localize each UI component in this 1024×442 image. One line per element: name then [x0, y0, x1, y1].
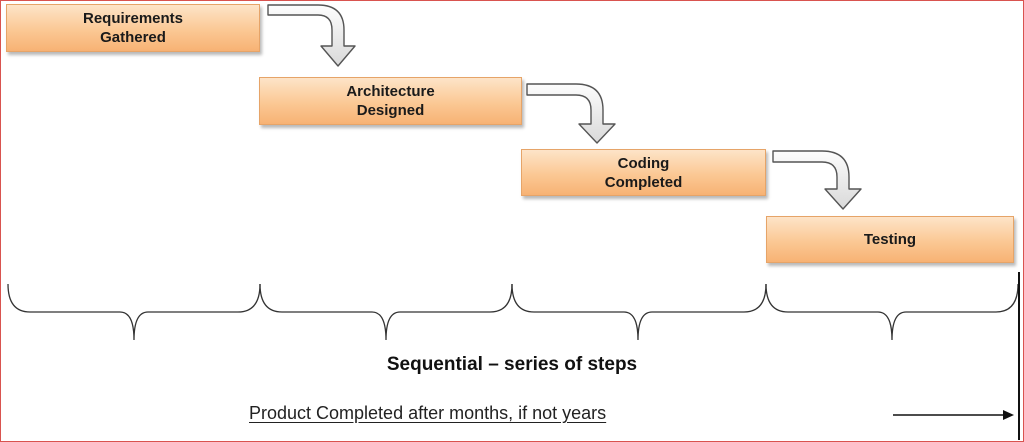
- timeline-braces: [7, 283, 1019, 341]
- step-label: Coding Completed: [604, 154, 683, 191]
- step-label: Requirements Gathered: [82, 10, 184, 46]
- step-coding-completed: Coding Completed: [521, 149, 766, 196]
- diagram-caption: Sequential – series of steps: [386, 354, 638, 375]
- curved-arrow-1-icon: [267, 4, 356, 67]
- step-label: Architecture Designed: [346, 83, 435, 119]
- phase-brace-2: [259, 283, 513, 341]
- arrow-right-icon: [893, 410, 1014, 420]
- phase-brace-1: [7, 283, 261, 341]
- step-requirements-gathered: Requirements Gathered: [6, 4, 260, 52]
- curved-arrow-2-icon: [526, 83, 616, 144]
- step-testing: Testing: [766, 216, 1014, 263]
- step-label: Testing: [863, 231, 917, 248]
- footnote-product-completed: Product Completed after months, if not y…: [249, 403, 607, 423]
- step-architecture-designed: Architecture Designed: [259, 77, 522, 125]
- phase-brace-4: [765, 283, 1019, 341]
- curved-arrow-3-icon: [772, 150, 862, 210]
- phase-brace-3: [511, 283, 767, 341]
